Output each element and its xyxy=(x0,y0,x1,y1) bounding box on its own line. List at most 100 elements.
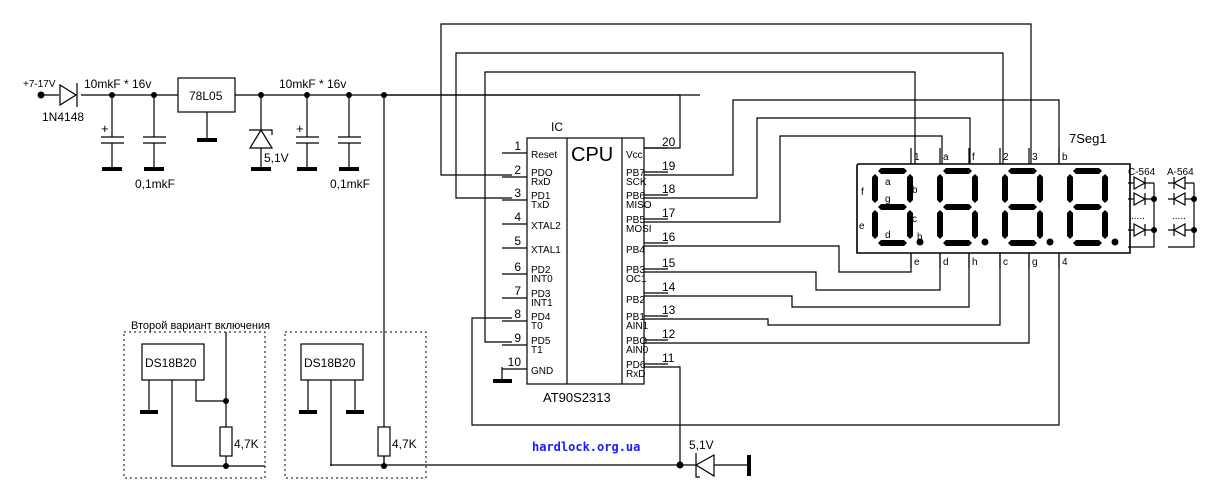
display-ref: 7Seg1 xyxy=(1069,131,1107,146)
diode-icon xyxy=(1168,175,1194,191)
diode-label: 1N4148 xyxy=(42,110,84,124)
watermark-link[interactable]: hardlock.org.ua xyxy=(532,440,640,454)
segment xyxy=(937,210,943,239)
pin-number: 1 xyxy=(514,139,521,153)
display-bottom-pin: g xyxy=(1032,257,1038,268)
pin-number: 9 xyxy=(514,331,521,345)
pin-number: 20 xyxy=(662,135,676,149)
diode-icon xyxy=(1168,191,1194,207)
digit xyxy=(937,168,989,246)
segment xyxy=(943,204,972,210)
segment-label-c: c xyxy=(912,214,917,225)
pin-number: 15 xyxy=(662,256,676,270)
pin-alt-name: T0 xyxy=(531,321,543,332)
ic-title: CPU xyxy=(571,144,613,166)
display-top-pin: a xyxy=(943,152,949,163)
zener-diode-icon xyxy=(694,453,751,478)
ds18b20-chip xyxy=(141,343,205,381)
pin-number: 2 xyxy=(514,163,521,177)
wiring xyxy=(330,23,1060,469)
segment xyxy=(972,174,978,203)
segment-label-h: h xyxy=(917,232,923,243)
decimal-point xyxy=(1046,238,1054,246)
pin-number: 11 xyxy=(662,351,675,365)
decimal-point xyxy=(1111,238,1119,246)
segment xyxy=(1102,210,1108,239)
ds18b20-label: DS18B20 xyxy=(304,356,356,370)
diode-icon xyxy=(1128,191,1154,207)
pin-alt-name: TxD xyxy=(531,200,549,211)
pin-number: 14 xyxy=(662,280,676,294)
segment-label-a: a xyxy=(885,177,891,188)
svg-text:+: + xyxy=(296,121,304,136)
diode-icon xyxy=(1168,222,1194,238)
segment-label-d: d xyxy=(885,230,891,241)
capacitor-icon xyxy=(143,95,166,171)
pin-name: PB1 xyxy=(626,312,645,323)
pin-name: PD2 xyxy=(531,265,551,276)
segment xyxy=(872,174,878,203)
diode-icon xyxy=(1128,175,1154,191)
diode-icon xyxy=(59,83,81,107)
segment xyxy=(872,210,878,239)
bottom-zener: 5,1V xyxy=(689,438,751,478)
pin-name: PB7 xyxy=(626,168,645,179)
segment xyxy=(1002,174,1008,203)
pin-name: PD6 xyxy=(626,360,646,371)
pin-number: 7 xyxy=(514,284,521,298)
display-bottom-pin: e xyxy=(914,257,920,268)
pin-number: 17 xyxy=(662,206,676,220)
segment xyxy=(1073,204,1102,210)
segment-label-g: g xyxy=(885,194,891,205)
segment xyxy=(1067,174,1073,203)
pin-name: Reset xyxy=(531,150,557,161)
display-top-pin: 3 xyxy=(1032,152,1038,163)
display-top-pin: f xyxy=(972,152,975,163)
pin-alt-name: T1 xyxy=(531,345,543,356)
segment xyxy=(972,210,978,239)
display-bottom-pin: 4 xyxy=(1062,257,1068,268)
segment xyxy=(878,240,907,246)
segment xyxy=(1008,168,1037,174)
pin-alt-name: RxD xyxy=(531,177,550,188)
ic-ref: IC xyxy=(551,120,563,134)
segment-label-b: b xyxy=(912,185,918,196)
display-variant-legend: C-564 A-564 ..... ..... xyxy=(1128,167,1197,248)
diode-icon xyxy=(1128,222,1154,238)
segment xyxy=(878,168,907,174)
cap1-label: 10mkF * 16v xyxy=(84,77,151,91)
segment xyxy=(1067,210,1073,239)
segment xyxy=(943,168,972,174)
pin-name: PD3 xyxy=(531,289,551,300)
display-bottom-pin: h xyxy=(972,257,978,268)
segment xyxy=(937,174,943,203)
sensor-main-block: DS18B20 4,7K xyxy=(284,331,427,479)
ic-body xyxy=(526,137,645,385)
segment xyxy=(878,204,907,210)
cap3-label: 10mkF * 16v xyxy=(279,77,346,91)
pin-number: 6 xyxy=(514,260,521,274)
ellipsis-c: ..... xyxy=(1131,211,1145,222)
display-top-pin: 2 xyxy=(1003,152,1009,163)
resistor1-label: 4,7K xyxy=(234,437,259,451)
variant-a564: A-564 xyxy=(1167,167,1194,178)
display-top-pin: b xyxy=(1062,152,1068,163)
segment xyxy=(1102,174,1108,203)
segment xyxy=(1073,168,1102,174)
resistor2-label: 4,7K xyxy=(392,437,417,451)
resistor-icon xyxy=(377,426,391,457)
digits xyxy=(872,168,1119,246)
pin-name: PB4 xyxy=(626,245,645,256)
bottom-zener-label: 5,1V xyxy=(689,438,714,452)
svg-text:+: + xyxy=(101,121,109,136)
capacitor-icon xyxy=(338,95,361,171)
zener-diode-icon xyxy=(248,95,274,171)
sensor-alt-block: Второй вариант включения DS18B20 4,7K xyxy=(123,320,270,479)
pin-number: 5 xyxy=(514,234,521,248)
pin-alt-name: RxD xyxy=(626,369,645,380)
pin-number: 13 xyxy=(662,303,676,317)
